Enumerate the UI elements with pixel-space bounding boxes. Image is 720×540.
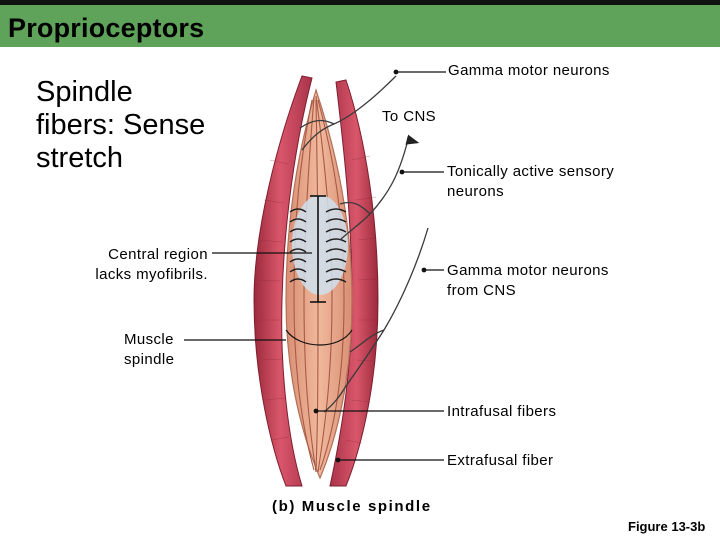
- intrafusal-fibers: [293, 95, 345, 473]
- nerve-fibers: [299, 75, 429, 413]
- central-region: [292, 195, 348, 295]
- label-intrafusal-fibers: Intrafusal fibers: [447, 403, 557, 420]
- label-gamma-motor-neurons: Gamma motor neurons: [448, 62, 610, 79]
- heading-line-1: Spindle: [36, 76, 133, 108]
- label-gamma-motor-neurons-from-cns: Gamma motor neurons from CNS: [447, 261, 609, 301]
- figure-caption: (b) Muscle spindle: [272, 498, 432, 515]
- gamma-motor-neuron-top: [301, 75, 397, 151]
- sensory-coils: [289, 208, 347, 283]
- central-region-bracket: [310, 195, 326, 303]
- label-extrafusal-fiber: Extrafusal fiber: [447, 452, 554, 469]
- gamma-motor-neuron-from-cns: [323, 227, 429, 413]
- leader-dots: [313, 69, 427, 463]
- label-gamma-from-cns-line-1: Gamma motor neurons: [447, 262, 609, 279]
- label-central-region: Central region lacks myofibrils.: [60, 245, 208, 285]
- top-border: [0, 0, 720, 5]
- label-to-cns: To CNS: [382, 108, 437, 125]
- figure-reference: Figure 13-3b: [628, 519, 706, 534]
- slide-title: Proprioceptors: [8, 13, 205, 43]
- slide-heading: Spindle fibers: Sense stretch: [36, 76, 276, 175]
- title-bar: Proprioceptors: [0, 5, 720, 47]
- extrafusal-fiber-left: [253, 75, 313, 487]
- heading-line-3: stretch: [36, 142, 124, 174]
- label-tonically-active-neurons: Tonically active sensory neurons: [447, 162, 614, 202]
- label-central-region-line-1: Central region: [108, 246, 208, 263]
- muscle-striations: [257, 155, 377, 444]
- heading-line-2: fibers: Sense: [36, 109, 206, 141]
- label-central-region-line-2: lacks myofibrils.: [95, 266, 208, 283]
- label-gamma-from-cns-line-2: from CNS: [447, 282, 517, 299]
- label-tonically-active-line-2: neurons: [447, 183, 505, 200]
- label-tonically-active-line-1: Tonically active sensory: [447, 163, 615, 180]
- leader-lines: [184, 71, 446, 461]
- label-muscle-spindle-line-1: Muscle: [124, 331, 174, 348]
- label-muscle-spindle-line-2: spindle: [124, 351, 175, 368]
- extrafusal-fiber-right: [329, 79, 379, 487]
- label-muscle-spindle: Muscle spindle: [124, 330, 174, 370]
